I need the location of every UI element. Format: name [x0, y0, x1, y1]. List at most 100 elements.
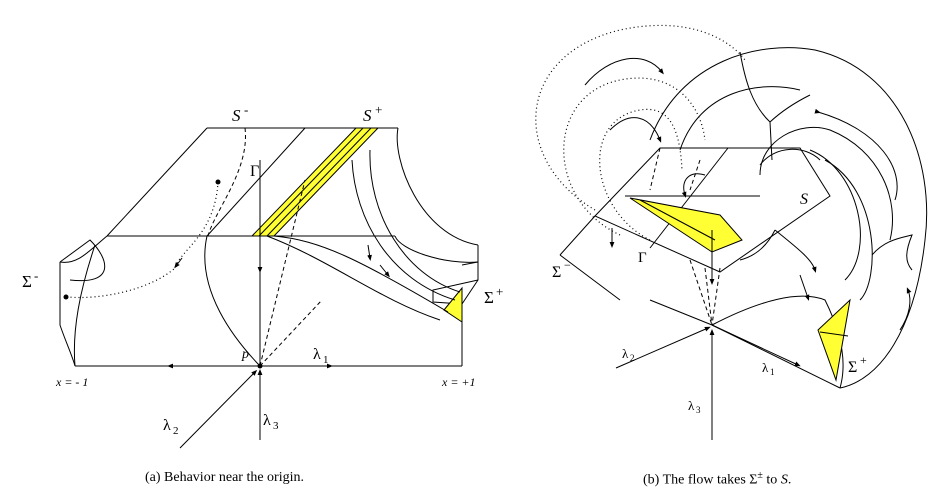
s-plane-dash-2	[689, 159, 701, 191]
lower-surface	[711, 295, 844, 389]
s-yellow-inner	[639, 199, 716, 241]
outer-surface	[649, 47, 928, 389]
s-plus-strip-line-2	[266, 127, 372, 237]
inner-surface-2	[759, 148, 821, 166]
label-x-plus: x = +1	[441, 375, 476, 389]
arc-arrow-1	[584, 58, 664, 86]
label-sigma-plus-right-sup: +	[860, 353, 867, 367]
flow-arrow-r1	[799, 274, 810, 301]
dotted-trajectory	[67, 181, 219, 299]
sigma-minus-frame	[559, 215, 596, 256]
s-plane	[594, 147, 831, 273]
cone-dash-2	[711, 267, 721, 326]
label-lambda2-sub: 2	[173, 425, 179, 437]
label-lambda1-right-sub: 1	[770, 367, 775, 377]
inner-surface	[759, 126, 893, 241]
label-s-plus: S	[363, 106, 372, 125]
caption-b-sigma: Σ	[749, 472, 758, 488]
label-lambda1-sub: 1	[323, 354, 329, 366]
top-slab-mid-edge	[206, 127, 306, 237]
s-minus-dashed	[207, 127, 246, 237]
label-s-right: S	[800, 191, 808, 208]
arc-arrow-3	[681, 173, 706, 198]
lambda2-axis-r	[615, 326, 711, 369]
cusp-top-line	[769, 121, 773, 161]
right-diagram	[535, 24, 928, 440]
gamma-dashed	[259, 179, 306, 367]
caption-b-mid: to	[762, 472, 781, 488]
left-end-inner	[73, 244, 96, 367]
cone-dash-3	[689, 259, 713, 326]
right-flow-curve-1	[273, 235, 449, 313]
flow-arrow-1	[367, 244, 372, 261]
label-gamma-right: Γ	[638, 250, 647, 266]
s-plane-dash-1	[649, 147, 661, 191]
flow-arrow-r2	[774, 229, 817, 273]
dotted-loop-inner	[599, 108, 683, 241]
label-lambda3-right: λ	[688, 398, 695, 413]
lambda2-axis	[179, 369, 258, 449]
label-lambda2-right: λ	[622, 346, 629, 361]
sigma-plus-inner	[819, 331, 849, 337]
cusp-top	[739, 51, 811, 123]
right-flow-curve-2	[266, 235, 441, 321]
mid-surface	[679, 86, 801, 151]
label-lambda3-sub: 3	[273, 420, 279, 432]
right-flow-curve-3	[351, 159, 456, 301]
right-loop-1	[809, 149, 861, 281]
caption-a: (a) Behavior near the origin.	[145, 470, 304, 485]
label-sigma-minus: Σ	[22, 272, 32, 291]
label-lambda3: λ	[263, 412, 271, 429]
caption-b-end: .	[787, 472, 792, 488]
sigma-plus-patch-r	[817, 298, 851, 382]
cone-dash-1	[704, 267, 713, 326]
caption-b: (b) The flow takes Σ± to S.	[643, 470, 791, 489]
label-lambda3-right-sub: 3	[696, 405, 701, 415]
s-plus-strip-line-1	[258, 127, 364, 237]
right-flow-curve-4	[369, 149, 461, 293]
s-plane-diag	[649, 147, 729, 249]
left-end-curve	[59, 239, 106, 282]
axis-back	[649, 299, 713, 326]
start-point	[215, 179, 221, 185]
label-lambda1: λ	[313, 346, 321, 363]
lambda1-axis-r	[711, 324, 801, 367]
end-point	[63, 294, 69, 300]
right-cusp	[871, 234, 913, 271]
s-plus-strip	[250, 127, 380, 237]
label-s-minus: S	[232, 106, 241, 125]
right-end-top	[396, 127, 479, 246]
right-low-arrow	[899, 287, 912, 331]
sigma-plus-box	[461, 262, 479, 366]
label-sigma-minus-sup: -	[34, 268, 38, 283]
origin-point	[257, 363, 263, 369]
label-sigma-minus-right-sup: −	[564, 258, 571, 272]
lower-front-line	[711, 324, 841, 389]
label-lambda2-right-sub: 2	[630, 353, 635, 363]
lower-left-line	[559, 254, 621, 301]
left-end-vertical	[59, 262, 76, 367]
caption-b-pm: ±	[757, 470, 763, 481]
label-sigma-plus: Σ	[484, 288, 494, 307]
left-flow-curve	[204, 235, 261, 367]
label-gamma: Γ	[250, 163, 259, 180]
sigma-plus-box-2	[432, 279, 479, 305]
dotted-loop-outer	[535, 24, 746, 211]
s-arrow-2	[739, 229, 776, 261]
label-sigma-plus-sup: +	[496, 284, 503, 299]
label-s-plus-sup: +	[375, 102, 382, 117]
right-end-front	[394, 235, 479, 263]
right-loop-2	[824, 159, 873, 301]
label-p: p	[241, 347, 249, 362]
dotted-arrow	[174, 257, 183, 269]
lambda2-dashed	[259, 299, 323, 367]
left-diagram	[59, 127, 479, 449]
top-slab-left-edge	[106, 127, 208, 237]
label-sigma-plus-right: Σ	[848, 359, 857, 376]
sigma-plus-patch	[443, 286, 463, 323]
arc-arrow-2	[609, 117, 662, 143]
flow-arrow-2	[379, 264, 390, 278]
caption-b-prefix: (b) The flow takes	[643, 472, 750, 488]
label-sigma-minus-right: Σ	[552, 264, 561, 281]
